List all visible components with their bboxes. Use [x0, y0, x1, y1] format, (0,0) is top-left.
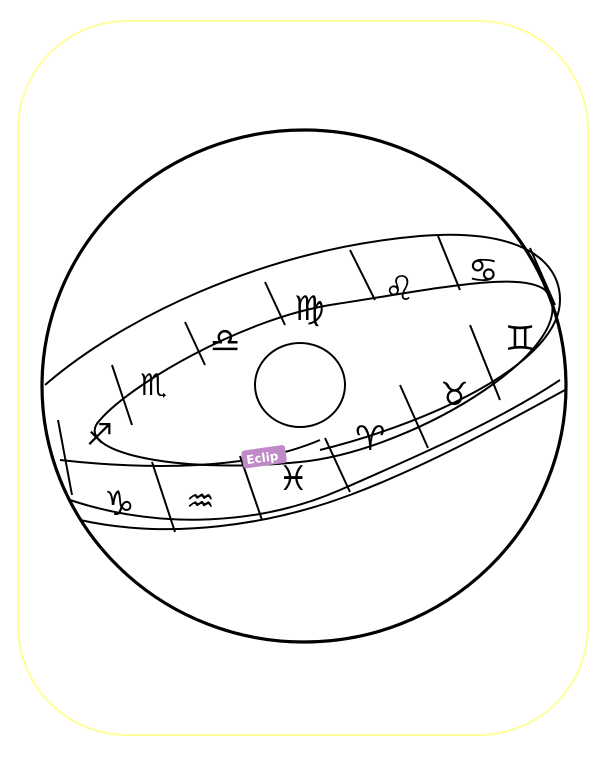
zodiac-gemini-glyph: ♊ [505, 319, 535, 359]
zodiac-leo-glyph: ♌ [384, 269, 414, 309]
zodiac-dividers [57, 235, 556, 533]
zodiac-libra-glyph: ♎ [210, 321, 240, 361]
ecliptic-label: Eclip [241, 445, 287, 469]
ecliptic-label-text: Eclip [245, 449, 279, 467]
ecliptic-label-background [241, 445, 287, 469]
zodiac-pisces-glyph: ♓ [278, 459, 308, 499]
zodiac-taurus-glyph: ♉ [440, 375, 469, 413]
zodiac-band-lower-inner-edge [59, 439, 321, 467]
celestial-sphere-outline [40, 128, 568, 644]
zodiac-sagittarius-glyph: ♐ [86, 418, 113, 453]
zodiac-aquarius-glyph: ♒ [186, 482, 215, 520]
page-frame [17, 20, 589, 736]
zodiac-capricorn-glyph: ♑ [104, 484, 134, 524]
ecliptic-outer-ring [44, 233, 562, 451]
zodiac-band-lower-edge [69, 379, 561, 521]
ecliptic-inner-ring [93, 280, 554, 467]
zodiac-virgo-glyph: ♍ [294, 289, 324, 329]
zodiac-cancer-glyph: ♋ [468, 251, 498, 291]
earth-circle [254, 342, 346, 428]
zodiac-band-bottom-edge [79, 389, 566, 531]
zodiac-scorpio-glyph: ♏ [140, 368, 167, 403]
zodiac-aries-glyph: ♈ [355, 419, 385, 459]
